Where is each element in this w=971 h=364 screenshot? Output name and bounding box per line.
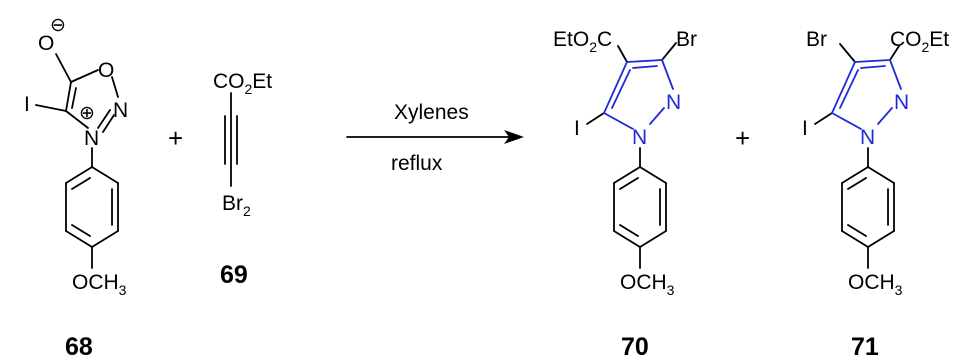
negative-charge-symbol: ⊖	[50, 15, 66, 36]
methoxy-group: OCH3	[620, 271, 675, 298]
ester-group: CO2Et	[890, 28, 949, 55]
compound-number-70: 70	[621, 333, 649, 361]
atom-oxygen-ring: O	[98, 59, 114, 82]
bromo-group: Br2	[222, 192, 251, 219]
compound-70: N N EtO2C Br I OCH3 70	[553, 28, 697, 361]
plus-sign: +	[735, 123, 750, 153]
reaction-arrow: Xylenes reflux	[346, 101, 524, 175]
atom-nitrogen-ring: N	[113, 99, 128, 122]
compound-number-69: 69	[220, 261, 248, 289]
reagent-label: Xylenes	[394, 101, 469, 124]
ester-group: CO2Et	[213, 70, 272, 97]
bromo-group: Br	[806, 28, 827, 51]
atom-nitrogen-cation: N	[84, 127, 99, 150]
atom-iodine: I	[24, 93, 30, 116]
atom-nitrogen-ring: N	[666, 91, 681, 114]
compound-number-68: 68	[65, 333, 93, 361]
methoxy-group: OCH3	[848, 271, 903, 298]
bromo-group: Br	[676, 28, 697, 51]
ester-group: EtO2C	[553, 28, 612, 55]
atom-nitrogen-n1: N	[860, 126, 875, 149]
positive-charge-symbol: ⊕	[79, 103, 95, 124]
compound-71: N N Br CO2Et I OCH3 71	[802, 28, 949, 361]
condition-label: reflux	[391, 152, 443, 175]
methoxy-group: OCH3	[72, 271, 127, 298]
atom-oxygen-exocyclic: O	[38, 32, 54, 55]
atom-iodine: I	[802, 117, 808, 140]
compound-68: O ⊖ O N N ⊕ I OCH3 68	[24, 15, 128, 361]
atom-iodine: I	[574, 117, 580, 140]
compound-number-71: 71	[851, 333, 879, 361]
atom-nitrogen-ring: N	[894, 91, 909, 114]
atom-nitrogen-n1: N	[632, 126, 647, 149]
plus-sign: +	[168, 123, 183, 153]
compound-69: CO2Et Br2 69	[213, 70, 272, 289]
